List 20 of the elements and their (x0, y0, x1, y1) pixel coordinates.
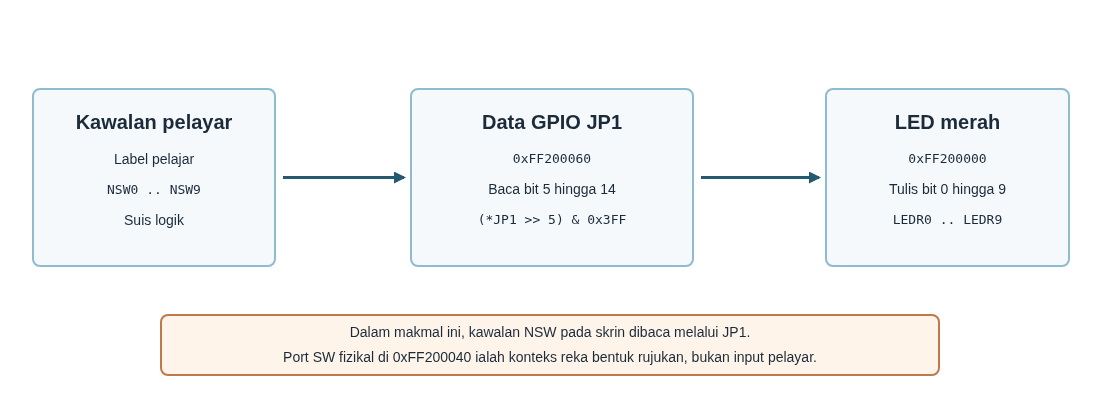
code-text: 0xFF200000 (908, 150, 987, 168)
box-text: Tulis bit 0 hingga 9 (889, 179, 1006, 199)
box-title: Data GPIO JP1 (481, 110, 623, 135)
process-box (410, 88, 694, 267)
arrow (701, 171, 821, 184)
arrow (283, 171, 406, 184)
process-box (825, 88, 1070, 267)
box-text: Baca bit 5 hingga 14 (488, 179, 616, 199)
code-text: (*JP1 >> 5) & 0x3FF (477, 210, 627, 229)
note-text: Port SW fizikal di 0xFF200040 ialah konteks reka bentuk rujukan, bukan input pelayar. (283, 348, 817, 367)
box-text: Label pelajar (113, 150, 195, 169)
code-text: 0xFF200060 (512, 150, 592, 168)
box-title: LED merah (894, 110, 1001, 135)
note-text: Dalam makmal ini, kawalan NSW pada skrin dibaca melalui JP1. (349, 323, 751, 342)
code-text: LEDR0 .. LEDR9 (892, 210, 1003, 229)
code-text: NSW0 .. NSW9 (107, 181, 201, 199)
box-title: Kawalan pelayar (75, 110, 233, 135)
process-box (32, 88, 276, 267)
note-box (160, 314, 940, 376)
box-text: Suis logik (124, 210, 184, 230)
